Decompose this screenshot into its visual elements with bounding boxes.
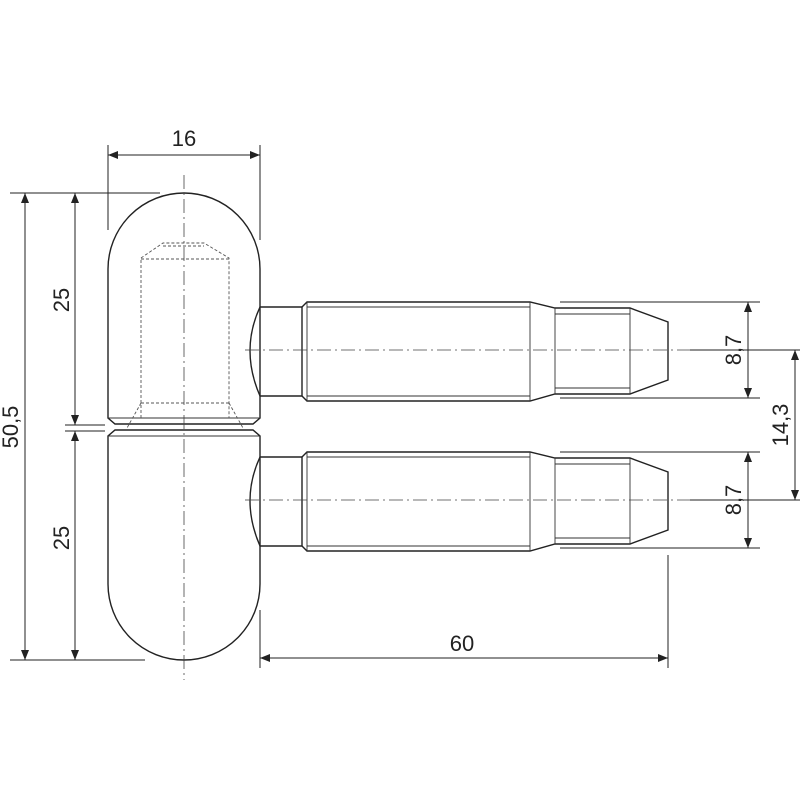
dim-label-16: 16 (172, 126, 196, 151)
upper-pin (249, 301, 669, 402)
lower-pin (249, 451, 669, 552)
dim-label-60: 60 (450, 631, 474, 656)
center-lines (183, 175, 690, 680)
dim-label-8-7-lower: 8,7 (721, 485, 746, 516)
dim-label-8-7-upper: 8,7 (721, 335, 746, 366)
lower-knuckle (107, 429, 261, 661)
dim-label-25-upper: 25 (49, 288, 74, 312)
dim-label-14-3: 14,3 (768, 404, 793, 447)
extension-lines (10, 145, 800, 668)
dim-label-25-lower: 25 (49, 526, 74, 550)
dim-label-50-5: 50,5 (0, 406, 23, 449)
dimension-lines (21, 151, 799, 662)
